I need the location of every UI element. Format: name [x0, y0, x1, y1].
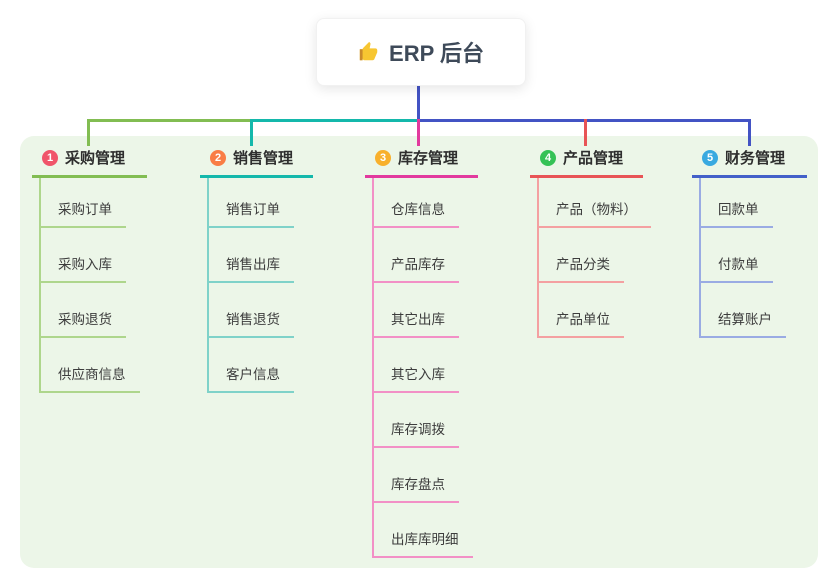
root-node[interactable]: ERP 后台: [316, 18, 526, 86]
branch-inventory: 3 库存管理 仓库信息 产品库存 其它出库 其它入库 库存调拨 库存盘点 出库库…: [365, 146, 478, 558]
branch-number-badge: 4: [540, 149, 556, 166]
branch-number-badge: 2: [210, 149, 226, 166]
root-title: ERP 后台: [389, 41, 484, 66]
leaf-node[interactable]: 采购入库: [41, 228, 126, 283]
branch-purchase: 1 采购管理 采购订单 采购入库 采购退货 供应商信息: [32, 146, 147, 393]
drop-line-sales: [250, 119, 253, 146]
branch-number-badge: 5: [702, 149, 718, 166]
branch-label: 库存管理: [398, 150, 459, 167]
leaf-node[interactable]: 产品单位: [539, 283, 624, 338]
leaf-node[interactable]: 销售订单: [209, 178, 294, 228]
leaf-node[interactable]: 仓库信息: [374, 178, 459, 228]
branch-node-inventory[interactable]: 3 库存管理: [365, 146, 478, 178]
leaf-node[interactable]: 产品（物料）: [539, 178, 651, 228]
branch-sales: 2 销售管理 销售订单 销售出库 销售退货 客户信息: [200, 146, 313, 393]
leaf-node[interactable]: 结算账户: [701, 283, 786, 338]
leaf-node[interactable]: 采购退货: [41, 283, 126, 338]
leaf-node[interactable]: 供应商信息: [41, 338, 140, 393]
leaf-node[interactable]: 出库库明细: [374, 503, 473, 558]
leaf-node[interactable]: 其它出库: [374, 283, 459, 338]
branch-number-badge: 3: [375, 149, 391, 166]
branch-children: 采购订单 采购入库 采购退货 供应商信息: [39, 178, 147, 393]
drop-line-inventory: [417, 119, 420, 146]
branch-node-finance[interactable]: 5 财务管理: [692, 146, 807, 178]
bus-line-sales: [253, 119, 419, 122]
branch-product: 4 产品管理 产品（物料） 产品分类 产品单位: [530, 146, 651, 338]
branches-panel: [20, 136, 818, 568]
branch-node-product[interactable]: 4 产品管理: [530, 146, 643, 178]
branch-children: 仓库信息 产品库存 其它出库 其它入库 库存调拨 库存盘点 出库库明细: [372, 178, 478, 558]
branch-label: 财务管理: [725, 150, 786, 167]
branch-finance: 5 财务管理 回款单 付款单 结算账户: [692, 146, 807, 338]
root-connector-line: [417, 84, 420, 122]
branch-node-purchase[interactable]: 1 采购管理: [32, 146, 147, 178]
branch-children: 销售订单 销售出库 销售退货 客户信息: [207, 178, 313, 393]
thumbs-up-icon: [358, 41, 380, 63]
leaf-node[interactable]: 其它入库: [374, 338, 459, 393]
leaf-node[interactable]: 库存盘点: [374, 448, 459, 503]
leaf-node[interactable]: 付款单: [701, 228, 773, 283]
branch-node-sales[interactable]: 2 销售管理: [200, 146, 313, 178]
drop-line-purchase: [87, 119, 90, 146]
branch-children: 产品（物料） 产品分类 产品单位: [537, 178, 651, 338]
leaf-node[interactable]: 回款单: [701, 178, 773, 228]
leaf-node[interactable]: 产品库存: [374, 228, 459, 283]
bus-line-purchase: [87, 119, 253, 122]
drop-line-product: [584, 119, 587, 146]
leaf-node[interactable]: 采购订单: [41, 178, 126, 228]
branch-children: 回款单 付款单 结算账户: [699, 178, 807, 338]
drop-line-finance: [748, 119, 751, 146]
leaf-node[interactable]: 客户信息: [209, 338, 294, 393]
branch-label: 采购管理: [65, 150, 126, 167]
leaf-node[interactable]: 销售退货: [209, 283, 294, 338]
leaf-node[interactable]: 库存调拨: [374, 393, 459, 448]
branch-label: 销售管理: [233, 150, 294, 167]
leaf-node[interactable]: 销售出库: [209, 228, 294, 283]
leaf-node[interactable]: 产品分类: [539, 228, 624, 283]
branch-number-badge: 1: [42, 149, 58, 166]
branch-label: 产品管理: [563, 150, 624, 167]
